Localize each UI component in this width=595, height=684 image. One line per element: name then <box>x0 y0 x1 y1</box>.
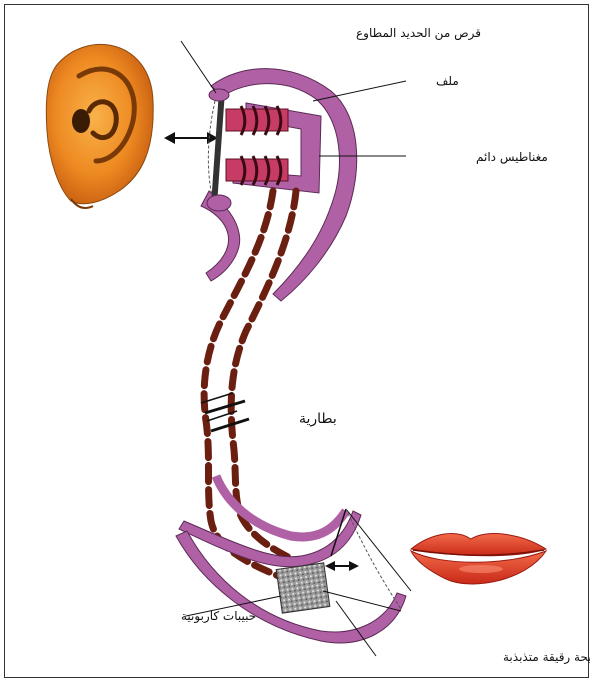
telephone-diagram: قرص من الحديد المطاوع ملف مغناطيس دائم ب… <box>5 5 590 679</box>
label-disc: قرص من الحديد المطاوع <box>356 26 481 41</box>
ear-sound-arrow <box>164 132 218 144</box>
ear-illustration <box>46 44 153 208</box>
label-granules: حبيبات كاربونية <box>181 609 256 624</box>
label-magnet: مغناطيس دائم <box>476 150 548 165</box>
mouth-sound-arrow <box>325 561 359 571</box>
diagram-frame: قرص من الحديد المطاوع ملف مغناطيس دائم ب… <box>4 4 589 678</box>
label-diaphragm: صفيحة رقيقة متذبذبة <box>503 650 590 665</box>
lips-illustration <box>411 534 546 584</box>
carbon-granules-box <box>276 563 330 613</box>
label-coil: ملف <box>436 74 459 88</box>
label-battery: بطارية <box>299 411 337 427</box>
coil-windings <box>226 106 288 185</box>
